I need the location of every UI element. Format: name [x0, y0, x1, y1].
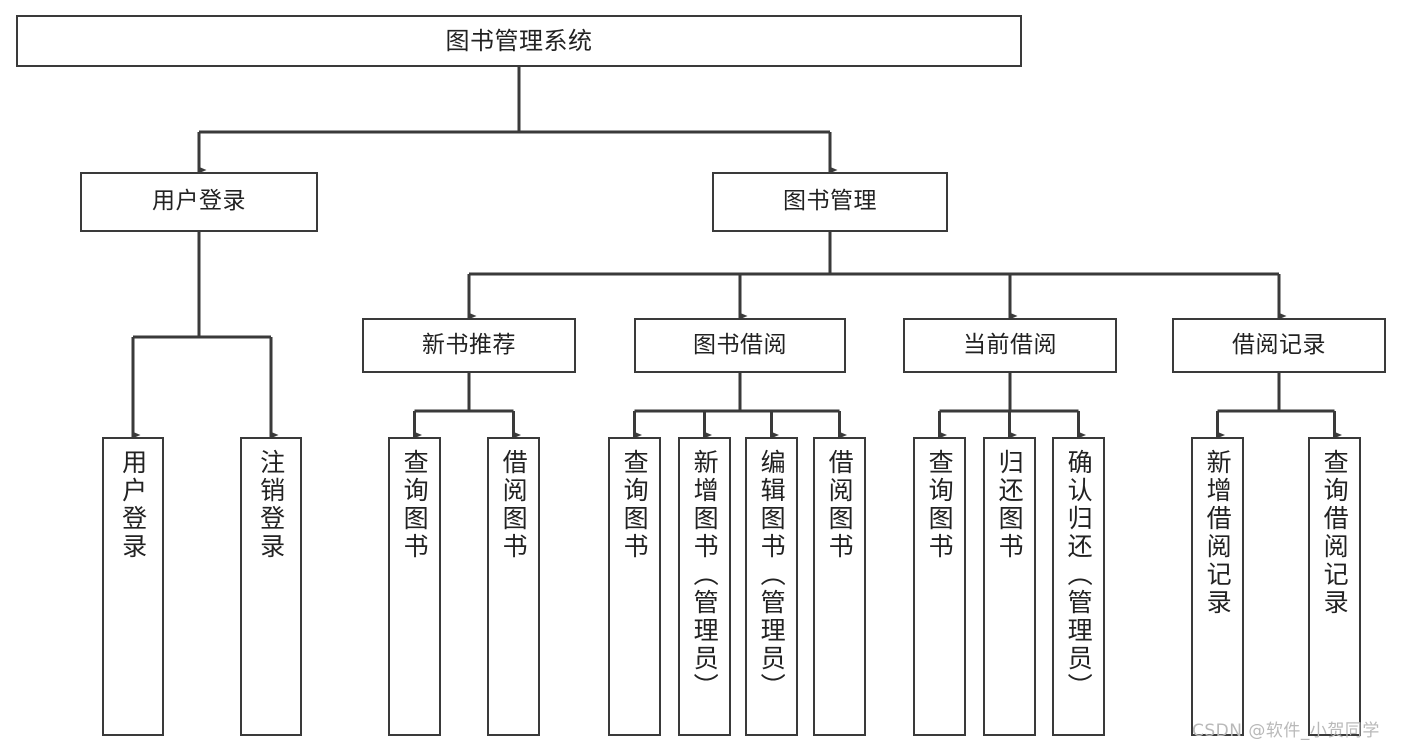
node-borrow-records[interactable]: 借阅记录: [1172, 318, 1386, 373]
node-label: 新书推荐: [422, 331, 516, 358]
node-leaf-query-book-borrow[interactable]: 查询图书: [608, 437, 661, 736]
csdn-watermark: CSDN @软件_小贺同学: [1192, 721, 1380, 741]
node-label: 借阅图书: [825, 449, 855, 561]
node-current-borrow[interactable]: 当前借阅: [903, 318, 1117, 373]
node-leaf-query-book-recommend[interactable]: 查询图书: [388, 437, 441, 736]
node-label: 编辑图书（管理员）: [757, 449, 787, 701]
node-label: 注销登录: [256, 449, 286, 561]
node-user-login[interactable]: 用户登录: [80, 172, 318, 232]
node-leaf-borrow-book-recommend[interactable]: 借阅图书: [487, 437, 540, 736]
node-book-management[interactable]: 图书管理: [712, 172, 948, 232]
node-leaf-add-borrow-record[interactable]: 新增借阅记录: [1191, 437, 1244, 736]
node-label: 借阅记录: [1232, 331, 1326, 358]
node-label: 查询借阅记录: [1320, 449, 1350, 617]
node-leaf-borrow-book[interactable]: 借阅图书: [813, 437, 866, 736]
node-book-borrow[interactable]: 图书借阅: [634, 318, 846, 373]
node-label: 图书管理系统: [445, 26, 593, 55]
node-label: 归还图书: [995, 449, 1025, 561]
node-label: 查询图书: [925, 449, 955, 561]
node-leaf-query-borrow-record[interactable]: 查询借阅记录: [1308, 437, 1361, 736]
node-label: 当前借阅: [963, 331, 1057, 358]
node-label: 借阅图书: [499, 449, 529, 561]
node-label: 查询图书: [620, 449, 650, 561]
node-label: 用户登录: [118, 449, 148, 561]
node-leaf-user-login[interactable]: 用户登录: [102, 437, 164, 736]
node-root-system[interactable]: 图书管理系统: [16, 15, 1022, 67]
node-leaf-logout[interactable]: 注销登录: [240, 437, 302, 736]
node-label: 查询图书: [400, 449, 430, 561]
node-label: 新增借阅记录: [1203, 449, 1233, 617]
node-label: 新增图书（管理员）: [690, 449, 720, 701]
node-leaf-query-book-current[interactable]: 查询图书: [913, 437, 966, 736]
node-leaf-confirm-return[interactable]: 确认归还（管理员）: [1052, 437, 1105, 736]
node-label: 图书借阅: [693, 331, 787, 358]
node-label: 确认归还（管理员）: [1064, 449, 1094, 701]
node-new-book-recommend[interactable]: 新书推荐: [362, 318, 576, 373]
node-label: 用户登录: [152, 188, 246, 215]
node-label: 图书管理: [783, 188, 877, 215]
node-leaf-edit-book[interactable]: 编辑图书（管理员）: [745, 437, 798, 736]
connector-lines: [131, 67, 1342, 439]
node-leaf-add-book[interactable]: 新增图书（管理员）: [678, 437, 731, 736]
node-leaf-return-book[interactable]: 归还图书: [983, 437, 1036, 736]
